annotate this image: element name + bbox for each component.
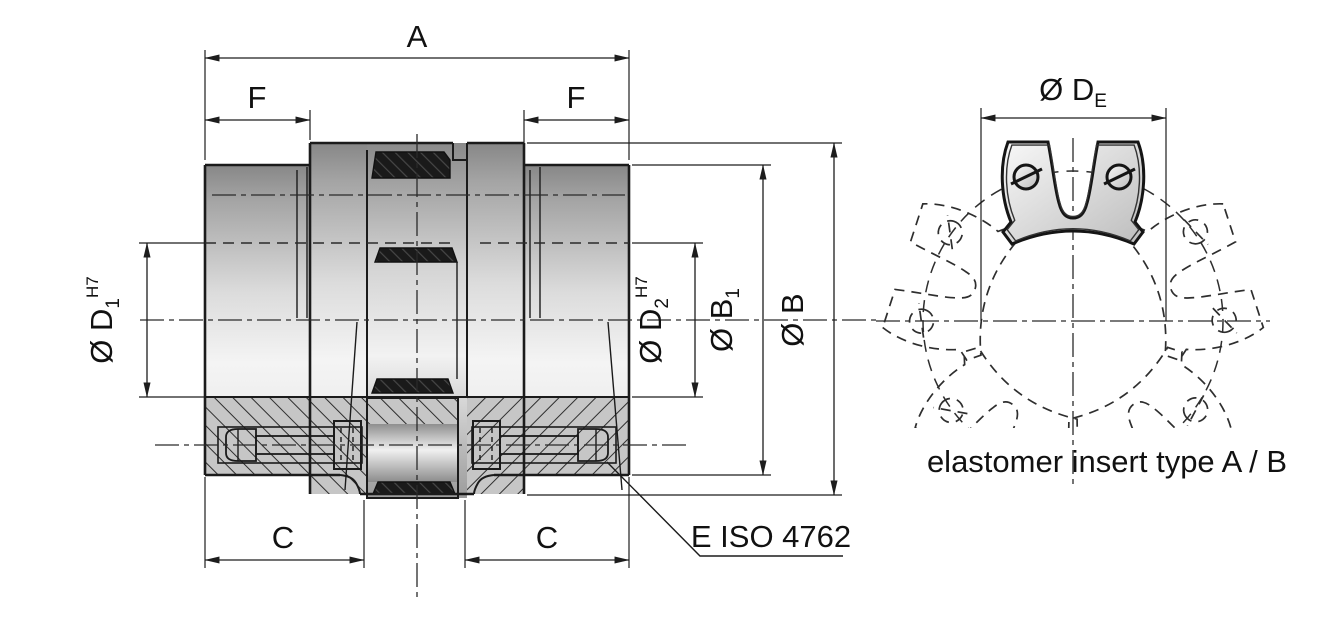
flange-right-hatch xyxy=(467,398,524,494)
screw-tip-right xyxy=(577,428,609,462)
phantom-lobe xyxy=(881,198,1022,364)
insert-caption: elastomer insert type A / B xyxy=(927,444,1287,479)
dimension-b: Ø B xyxy=(527,142,842,496)
flange-left-hatch xyxy=(310,398,367,494)
flange-right-body xyxy=(467,143,524,398)
dimension-a: A xyxy=(204,19,630,160)
insert-view-centerlines xyxy=(876,138,1270,487)
center-block-hatch xyxy=(367,398,458,424)
hub-left-body xyxy=(205,165,310,398)
screw-note-label: E ISO 4762 xyxy=(691,519,851,554)
coupling-section-view: A F F Ø D1H7 Ø D2H7 Ø B1 xyxy=(83,19,878,597)
dimension-c-left: C xyxy=(204,477,365,568)
dim-label-f-left: F xyxy=(248,80,267,115)
dimension-c-right: C xyxy=(464,477,630,568)
screw-note-callout: E ISO 4762 xyxy=(606,461,851,557)
top-center-notch xyxy=(452,143,468,161)
dim-label-d1: Ø D1H7 xyxy=(83,276,124,363)
flange-fillet-right xyxy=(473,474,495,495)
leader-line xyxy=(606,461,843,557)
dimension-b1: Ø B1 xyxy=(632,164,771,476)
elastomer-strip-top xyxy=(371,151,451,179)
centerlines xyxy=(140,134,878,597)
dim-label-c-left: C xyxy=(272,520,294,555)
elastomer-insert-view: Ø DE elastomer insert type A / B xyxy=(876,72,1287,508)
screw-tip-left xyxy=(225,428,257,462)
phantom-lobe xyxy=(1124,198,1265,364)
hub-bodies xyxy=(205,143,629,498)
dim-label-c-right: C xyxy=(536,520,558,555)
body-outlines xyxy=(203,141,631,499)
phantom-lobe xyxy=(911,342,1085,508)
flange-left-body xyxy=(310,143,367,398)
dimension-d2: Ø D2H7 xyxy=(632,242,703,398)
dim-label-d2: Ø D2H7 xyxy=(632,276,673,363)
elastomer-section-strips xyxy=(371,151,458,495)
spider-pitch-circle xyxy=(922,170,1224,428)
clamp-slit-left xyxy=(344,321,358,491)
dim-label-a: A xyxy=(407,19,428,54)
dimension-d1: Ø D1H7 xyxy=(83,242,205,398)
clamp-slit-right xyxy=(607,321,623,491)
dim-label-f-right: F xyxy=(567,80,586,115)
dimension-f-right: F xyxy=(523,80,630,162)
spider-phantom xyxy=(881,170,1265,508)
center-block-face xyxy=(367,424,458,482)
phantom-lobe xyxy=(1061,342,1235,508)
elastomer-strip-bottom xyxy=(371,481,457,495)
elastomer-strip-lower xyxy=(371,378,454,394)
elastomer-strip-upper xyxy=(374,247,458,263)
dimension-f-left: F xyxy=(204,80,311,140)
dimension-de: Ø DE xyxy=(980,72,1167,321)
dim-label-b1: Ø B1 xyxy=(704,288,744,352)
dim-label-b: Ø B xyxy=(775,293,810,346)
dim-label-de: Ø DE xyxy=(1039,72,1107,112)
